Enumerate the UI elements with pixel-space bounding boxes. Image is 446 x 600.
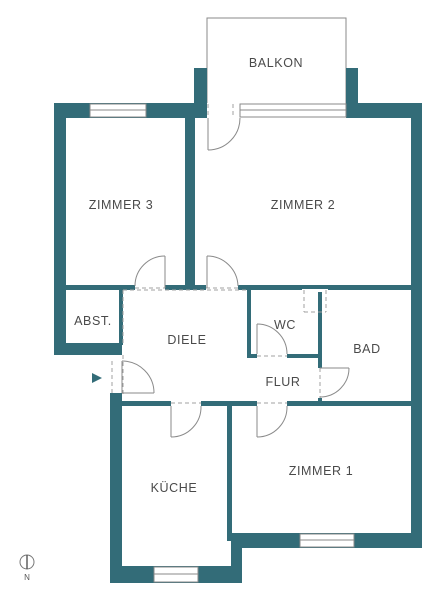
door-zimmer1 — [256, 405, 288, 438]
room-label-flur: FLUR — [265, 375, 300, 389]
dashed-lines — [111, 104, 327, 404]
north-compass-icon: N — [19, 554, 35, 582]
room-label-balkon: BALKON — [249, 56, 303, 70]
room-labels: BALKON ZIMMER 3 ZIMMER 2 ABST. DIELE WC … — [74, 56, 381, 495]
room-label-zimmer2: ZIMMER 2 — [271, 198, 336, 212]
entrance-arrow-icon — [92, 373, 102, 383]
wall-z3-z2 — [185, 103, 195, 288]
room-label-diele: DIELE — [167, 333, 206, 347]
wall-top-right — [346, 103, 422, 118]
door-zimmer2 — [206, 255, 239, 288]
compass-label: N — [24, 573, 30, 582]
wall-wc-bad — [318, 290, 322, 405]
room-label-zimmer3: ZIMMER 3 — [89, 198, 154, 212]
wall-abst-bottom — [54, 343, 122, 355]
door-swings — [121, 117, 350, 438]
room-label-zimmer1: ZIMMER 1 — [289, 464, 354, 478]
door-bad — [319, 367, 350, 398]
wall-bedrooms-bottom — [66, 285, 411, 290]
wall-wc-left — [247, 290, 251, 358]
door-entrance — [121, 360, 155, 394]
door-zimmer3 — [134, 255, 166, 288]
room-label-abst: ABST. — [74, 314, 112, 328]
door-kueche — [170, 405, 202, 438]
wall-abst-right — [119, 290, 123, 345]
windows — [89, 103, 355, 583]
room-label-bad: BAD — [353, 342, 381, 356]
balcony-outline — [206, 17, 347, 104]
door-balkon — [207, 117, 241, 151]
door-wc — [256, 323, 288, 355]
wall-balcony-post-left — [194, 68, 207, 118]
wall-left-upper — [54, 103, 66, 355]
balcony — [206, 17, 347, 104]
wall-kitchen-zimmer1 — [227, 401, 232, 541]
wall-balcony-post-right — [346, 68, 358, 118]
wall-right — [411, 103, 422, 548]
wall-left-lower — [110, 393, 122, 583]
wall-kitchen-right-outer — [231, 533, 242, 583]
room-label-kueche: KÜCHE — [151, 481, 198, 495]
room-label-wc: WC — [274, 318, 296, 332]
